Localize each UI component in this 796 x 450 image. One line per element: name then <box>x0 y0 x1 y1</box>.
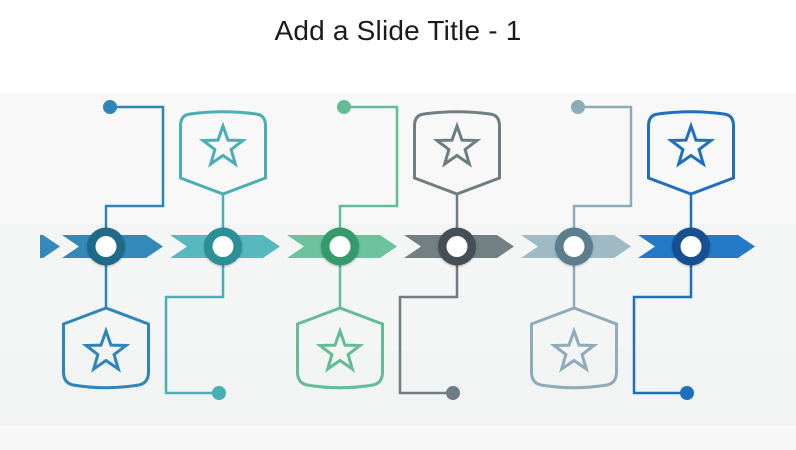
connector-line <box>104 105 165 232</box>
milestone-3[interactable] <box>287 100 399 390</box>
connector-line <box>398 262 459 395</box>
connector-line <box>338 105 399 232</box>
connector-dot <box>680 386 694 400</box>
node-center <box>95 236 117 257</box>
connector-line <box>632 262 693 395</box>
connector-dot <box>103 100 117 114</box>
milestone-1[interactable] <box>40 100 165 390</box>
milestone-6[interactable] <box>632 110 755 400</box>
node-center <box>680 236 702 257</box>
milestone-5[interactable] <box>521 100 633 390</box>
node-center <box>212 236 234 257</box>
connector-dot <box>212 386 226 400</box>
node-center <box>446 236 468 257</box>
connector-dot <box>337 100 351 114</box>
background-band-lower <box>0 350 796 425</box>
background-band-bottom <box>0 425 796 450</box>
milestone-4[interactable] <box>398 110 514 400</box>
timeline-start-cap <box>40 235 60 258</box>
connector-dot <box>571 100 585 114</box>
background-band-top <box>0 0 796 93</box>
node-center <box>329 236 351 257</box>
connector-dot <box>446 386 460 400</box>
slide-title-placeholder[interactable]: Add a Slide Title - 1 <box>274 15 522 46</box>
connector-line <box>164 262 225 395</box>
node-center <box>563 236 585 257</box>
connector-line <box>572 105 633 232</box>
milestone-2[interactable] <box>164 110 280 400</box>
